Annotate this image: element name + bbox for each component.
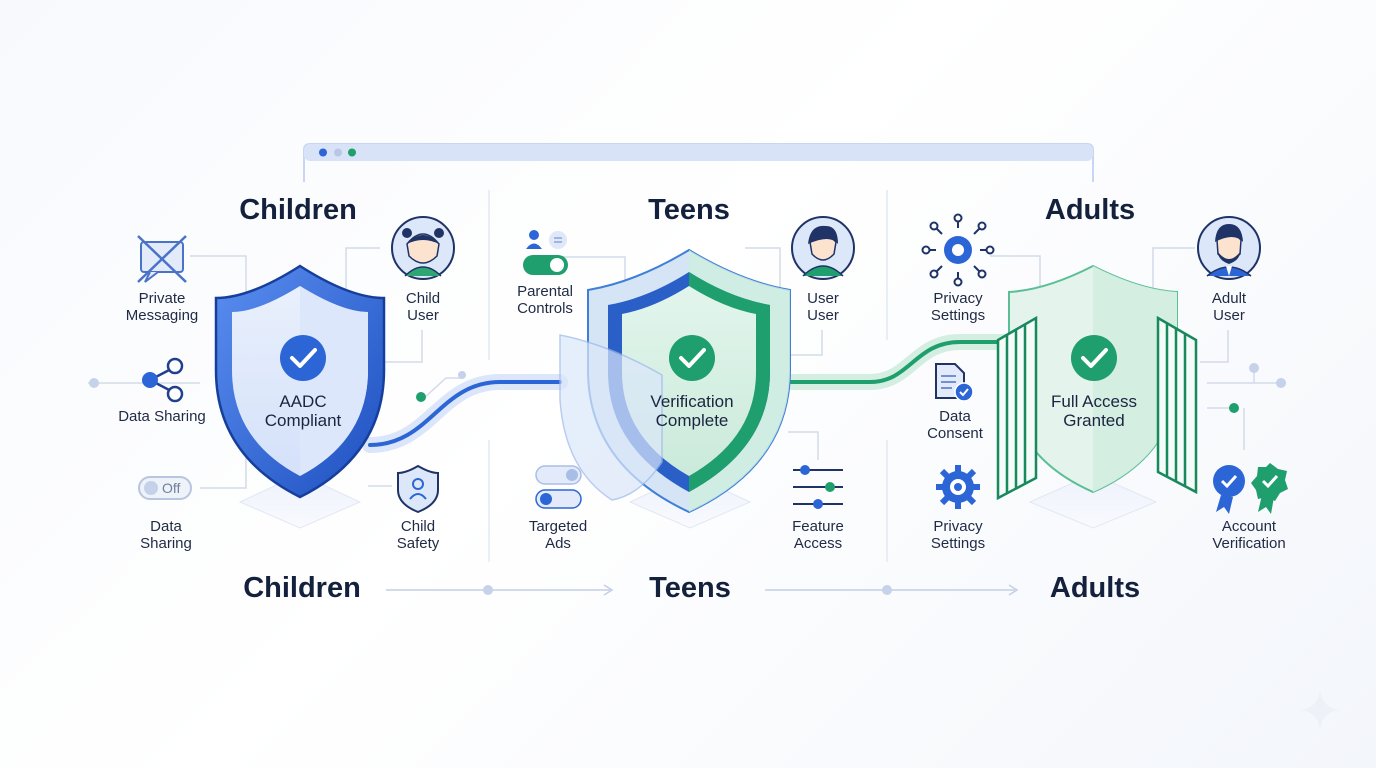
check-icon [280,335,326,381]
adults-shield [1008,264,1178,494]
feature-access-sliders-icon [793,465,843,509]
heading-teens: Teens [648,194,730,226]
connector-dot-green [1229,403,1239,413]
connector-dot [1276,378,1286,388]
check-icon [669,335,715,381]
footer-adults: Adults [1049,572,1141,604]
targeted-ads-toggles-icon [535,465,582,509]
account-verification-badges-icon [1213,463,1288,514]
sparkle-icon [1300,690,1340,730]
heading-children: Children [239,194,357,226]
children-shield [214,264,386,499]
heading-adults: Adults [1044,194,1136,226]
private-messaging-crossed-icon [137,235,187,283]
window-dot-green [348,148,356,157]
adult-avatar-icon [1197,216,1261,280]
window-dot-grey [334,148,342,157]
toggle-off-icon [138,476,192,500]
share-icon [142,357,184,403]
gate-left [996,315,1038,501]
connector-dot-green [416,392,426,402]
teens-shield [559,248,791,514]
child-avatar-icon [391,216,455,280]
footer-teens: Teens [649,572,731,604]
settings-gear-icon [936,465,980,509]
flow-path-green [768,340,1007,384]
toggle-off-text: Off [162,480,181,496]
gate-right [1156,315,1198,495]
teen-avatar-icon [791,216,855,280]
browser-bar [303,143,1094,182]
privacy-network-gear-icon [921,213,995,287]
footer-children: Children [243,572,361,604]
data-consent-document-icon [935,363,974,402]
arrow-dot [483,585,493,595]
check-icon [1071,335,1117,381]
child-safety-shield-icon [397,464,439,514]
connector-dot [89,378,99,388]
window-dot-blue [319,148,327,157]
connector-dot [1249,363,1259,373]
label-data-sharing: Data Sharing [118,408,206,425]
parental-controls-icon [523,230,568,275]
connector-dot [458,371,466,379]
flow-path-blue [368,380,562,447]
arrow-dot [882,585,892,595]
